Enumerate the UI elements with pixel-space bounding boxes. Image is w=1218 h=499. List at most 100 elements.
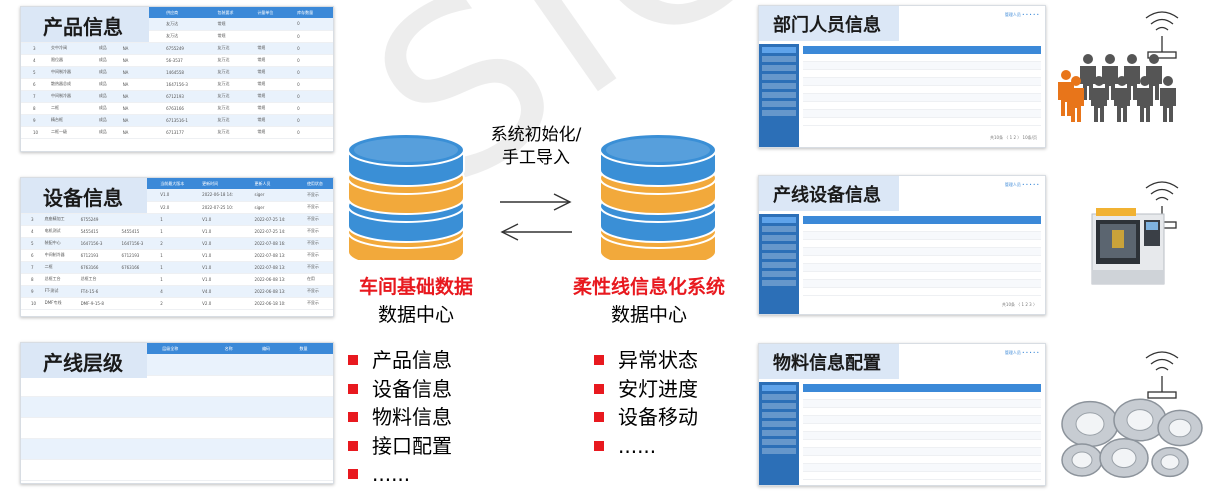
line-equipment-label: 产线设备信息 bbox=[759, 176, 899, 211]
table-row[interactable] bbox=[803, 440, 1041, 448]
table-row[interactable] bbox=[803, 62, 1041, 70]
sidebar-item[interactable] bbox=[762, 394, 796, 400]
table-cell: 4 bbox=[28, 54, 48, 67]
red-bullet-icon bbox=[348, 412, 358, 422]
product-info-label: 产品信息 bbox=[21, 7, 149, 42]
table-row[interactable] bbox=[803, 86, 1041, 94]
table-cell: 成品 bbox=[94, 42, 119, 55]
table-row[interactable] bbox=[803, 272, 1041, 280]
table-row[interactable] bbox=[803, 280, 1041, 288]
table-row[interactable] bbox=[803, 400, 1041, 408]
dept-pager[interactable]: 共10条 〈 1 2 〉 10条/页 bbox=[990, 135, 1037, 140]
red-bullet-icon bbox=[348, 440, 358, 451]
table-row[interactable] bbox=[803, 432, 1041, 440]
sidebar-item[interactable] bbox=[762, 421, 796, 427]
sidebar-item[interactable] bbox=[762, 101, 796, 107]
table-cell: 精台框 bbox=[47, 114, 95, 127]
sidebar-item[interactable] bbox=[762, 74, 796, 80]
table-header: 供应商 bbox=[162, 7, 214, 18]
table-row[interactable] bbox=[803, 54, 1041, 62]
table-row[interactable] bbox=[803, 248, 1041, 256]
table-row[interactable] bbox=[803, 264, 1041, 272]
table-row[interactable] bbox=[803, 78, 1041, 86]
sidebar-item[interactable] bbox=[762, 83, 796, 89]
table-row[interactable] bbox=[21, 396, 333, 418]
table-row[interactable] bbox=[803, 416, 1041, 424]
sidebar-item[interactable] bbox=[762, 403, 796, 409]
table-cell bbox=[58, 438, 121, 460]
table-cell: siger bbox=[250, 189, 303, 202]
table-row[interactable] bbox=[21, 375, 333, 397]
table-cell: 友万达 bbox=[162, 30, 214, 43]
table-row[interactable] bbox=[21, 417, 333, 439]
table-row[interactable] bbox=[803, 472, 1041, 480]
sidebar-item[interactable] bbox=[762, 92, 796, 98]
table-row[interactable] bbox=[21, 459, 333, 481]
table-row[interactable] bbox=[803, 110, 1041, 118]
sidebar-item[interactable] bbox=[762, 385, 796, 391]
table-row[interactable] bbox=[803, 256, 1041, 264]
table-row[interactable] bbox=[803, 224, 1041, 232]
table-row[interactable] bbox=[803, 70, 1041, 78]
table-row[interactable] bbox=[803, 102, 1041, 110]
sidebar-item[interactable] bbox=[762, 430, 796, 436]
table-cell: 友万达 bbox=[162, 18, 214, 31]
table-cell: 底座精加工 bbox=[40, 213, 77, 226]
table-row[interactable] bbox=[803, 456, 1041, 464]
table-row[interactable] bbox=[803, 118, 1041, 126]
sidebar-item[interactable] bbox=[762, 448, 796, 454]
table-row[interactable] bbox=[803, 424, 1041, 432]
table-row[interactable] bbox=[803, 464, 1041, 472]
table-row[interactable] bbox=[803, 232, 1041, 240]
table-cell bbox=[58, 375, 121, 397]
sidebar-item[interactable] bbox=[762, 56, 796, 62]
table-row[interactable] bbox=[803, 240, 1041, 248]
table-cell: 6 bbox=[28, 78, 48, 91]
table-cell bbox=[58, 396, 121, 418]
sidebar-item[interactable] bbox=[762, 226, 796, 232]
line-eq-pager[interactable]: 共10条 〈 1 2 3 〉 bbox=[1001, 302, 1037, 307]
table-cell bbox=[253, 18, 294, 31]
table-cell: V1.0 bbox=[198, 225, 251, 238]
table-row[interactable] bbox=[803, 94, 1041, 102]
sidebar-item[interactable] bbox=[762, 253, 796, 259]
list-item: 安灯进度 bbox=[594, 375, 698, 404]
table-cell: 不显示 bbox=[302, 285, 333, 298]
table-row[interactable] bbox=[803, 288, 1041, 296]
table-row[interactable] bbox=[803, 408, 1041, 416]
table-row[interactable] bbox=[803, 448, 1041, 456]
sidebar-item[interactable] bbox=[762, 47, 796, 53]
sync-label-line1: 系统初始化/ bbox=[490, 125, 582, 145]
line-eq-top-bar: 管理人员 • • • • • bbox=[1004, 182, 1039, 187]
sidebar-item[interactable] bbox=[762, 280, 796, 286]
sidebar-item[interactable] bbox=[762, 65, 796, 71]
sidebar-item[interactable] bbox=[762, 110, 796, 116]
sidebar-item[interactable] bbox=[762, 439, 796, 445]
sidebar-item[interactable] bbox=[762, 235, 796, 241]
table-cell: 成品 bbox=[94, 66, 119, 79]
sidebar-item[interactable] bbox=[762, 217, 796, 223]
table-row[interactable] bbox=[803, 392, 1041, 400]
sidebar-item[interactable] bbox=[762, 262, 796, 268]
sidebar-item[interactable] bbox=[762, 244, 796, 250]
table-cell bbox=[158, 417, 221, 439]
sidebar-item[interactable] bbox=[762, 271, 796, 277]
sidebar-item[interactable] bbox=[762, 412, 796, 418]
table-row[interactable] bbox=[21, 438, 333, 460]
